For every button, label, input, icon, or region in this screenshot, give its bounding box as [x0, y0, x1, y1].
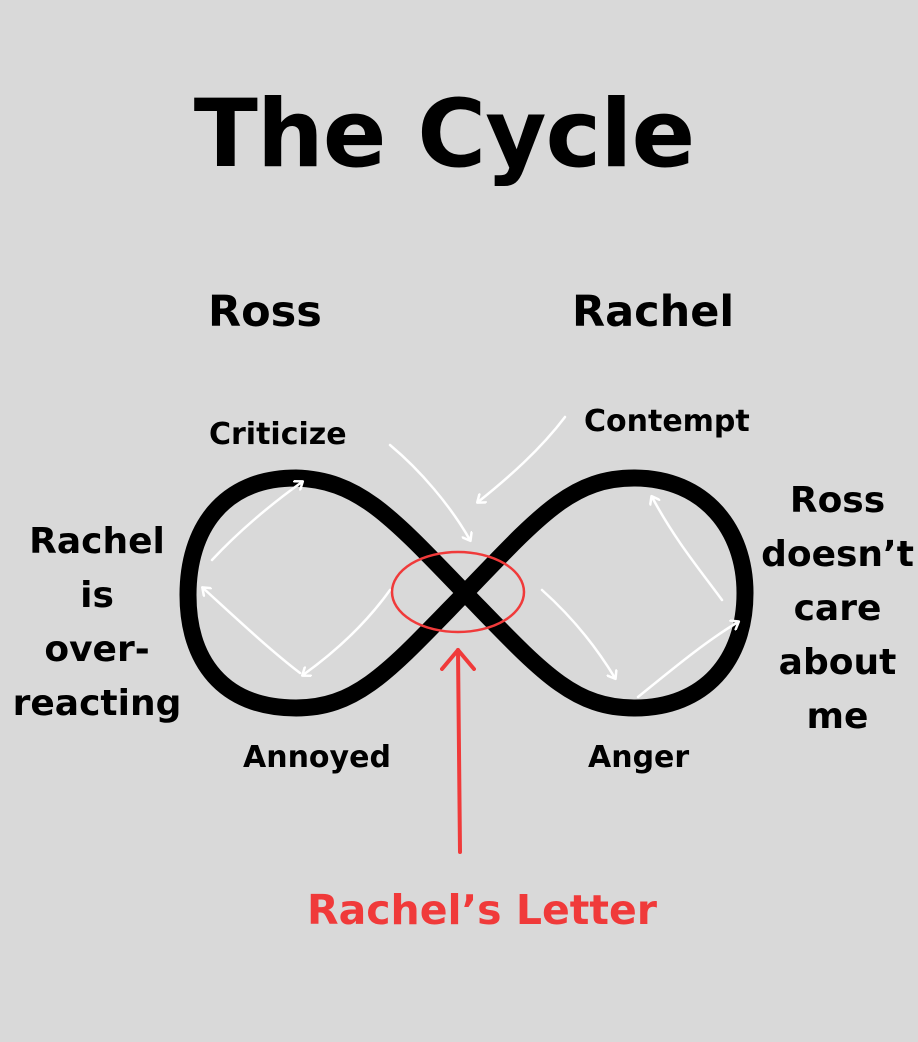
stage-annoyed: Annoyed [243, 740, 391, 775]
flow-arrow-right-bottom [636, 622, 738, 699]
intersection-label: Rachel’s Letter [307, 886, 658, 934]
person-label-right: Rachel [572, 287, 735, 337]
letter-pointer-arrow [440, 648, 476, 854]
thought-right-line: care [793, 588, 882, 629]
flow-arrow-left-top [210, 482, 302, 562]
thought-right-line: doesn’t [761, 534, 914, 575]
thought-right-line: me [806, 696, 869, 737]
person-label-left: Ross [208, 287, 322, 337]
thought-right-line: about [778, 642, 897, 683]
flow-arrow-to-anger [540, 588, 615, 678]
thought-left: Rachel is over- reacting [6, 515, 188, 731]
thought-left-line: reacting [12, 683, 182, 724]
flow-arrow-right-side [652, 497, 724, 602]
stage-anger: Anger [588, 740, 690, 775]
page-title: The Cycle [193, 80, 695, 189]
infinity-loop [179, 469, 754, 717]
stage-criticize: Criticize [209, 417, 347, 452]
flow-arrow-contempt [478, 415, 567, 502]
flow-arrow-left-side [203, 588, 302, 675]
flow-arrow-into-crossing [388, 443, 470, 540]
thought-right-line: Ross [789, 480, 886, 521]
thought-left-line: Rachel is [29, 521, 165, 616]
stage-contempt: Contempt [584, 404, 750, 439]
crossing-highlight-circle [390, 550, 526, 634]
flow-arrow-left-bottom [303, 588, 392, 675]
thought-left-line: over- [44, 629, 150, 670]
thought-right: Ross doesn’t care about me [760, 474, 915, 744]
